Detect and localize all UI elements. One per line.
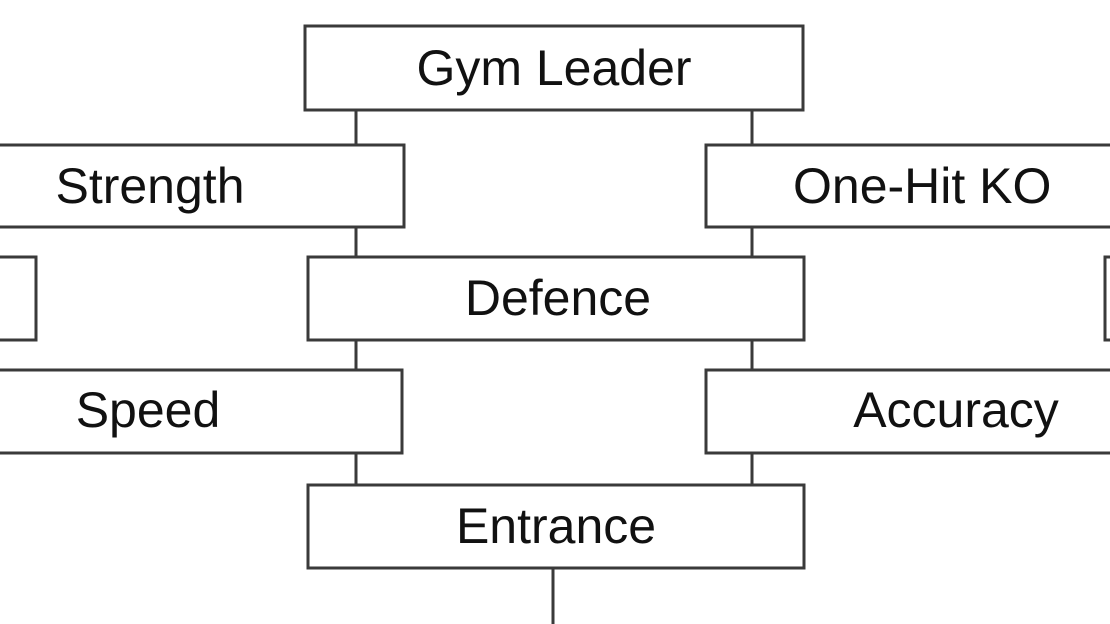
- node-entrance: Entrance: [306, 483, 806, 570]
- node-speed-label: Speed: [76, 382, 221, 438]
- node-one-hit-ko: One-Hit KO: [704, 143, 1110, 229]
- node-gym-leader-label: Gym Leader: [416, 40, 691, 96]
- node-defence: Defence: [306, 255, 806, 342]
- node-strength-label: Strength: [55, 158, 244, 214]
- node-gym-leader: Gym Leader: [303, 24, 805, 112]
- node-one-hit-ko-label: One-Hit KO: [793, 158, 1051, 214]
- node-left-edge-partial: [0, 255, 38, 342]
- node-accuracy-label: Accuracy: [853, 382, 1059, 438]
- node-entrance-label: Entrance: [456, 498, 656, 554]
- node-defence-label: Defence: [465, 270, 651, 326]
- connector-lines: [354, 110, 754, 624]
- node-strength: Strength: [0, 143, 406, 229]
- node-speed: Speed: [0, 368, 404, 455]
- node-accuracy: Accuracy: [704, 368, 1110, 455]
- node-right-edge-partial: [1103, 255, 1110, 342]
